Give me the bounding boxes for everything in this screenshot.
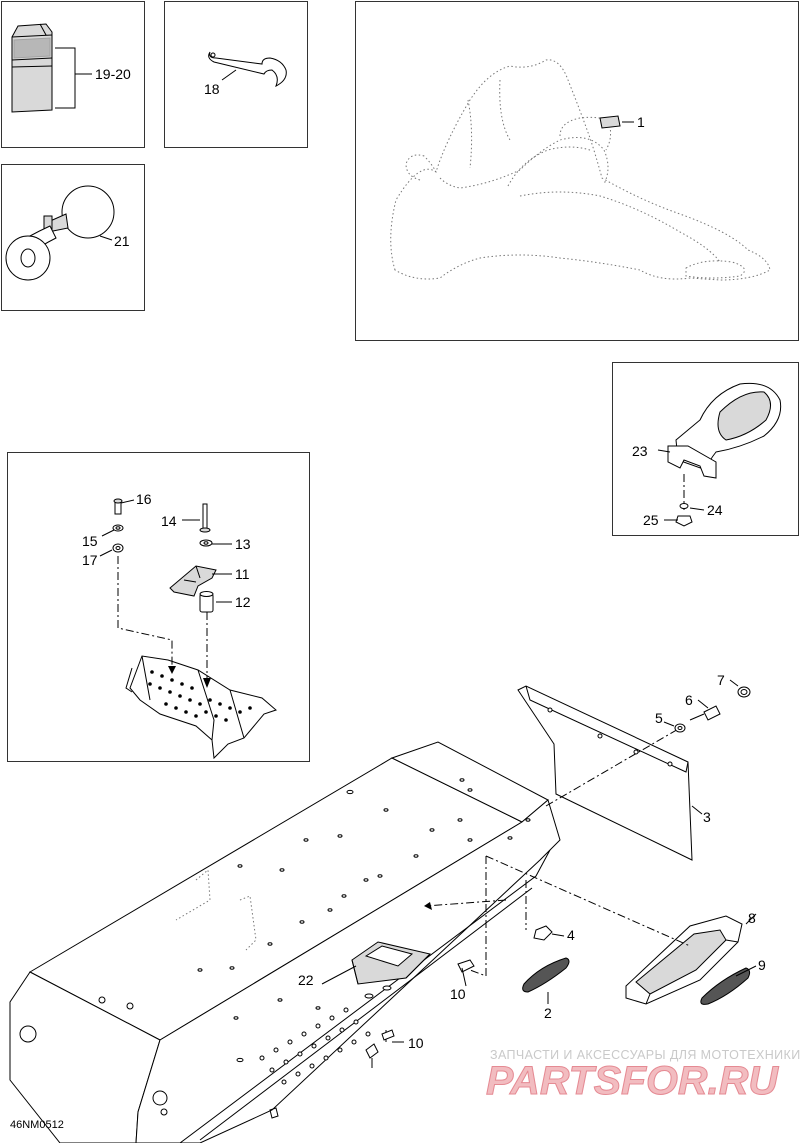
fasteners-14-13-11-12-icon bbox=[169, 503, 232, 613]
horn-icon bbox=[5, 185, 115, 281]
callout-1: 1 bbox=[637, 114, 645, 130]
mirror-icon bbox=[657, 382, 782, 527]
hood-windshield-icon bbox=[390, 59, 771, 281]
callout-22: 22 bbox=[298, 972, 314, 988]
snow-flap-icon bbox=[517, 679, 751, 861]
inset-box-windshield bbox=[355, 1, 799, 341]
reflector-icon bbox=[522, 957, 757, 1005]
fasteners-tunnel-icon bbox=[365, 856, 565, 1068]
footrest-bracket-icon bbox=[117, 556, 277, 760]
callout-21: 21 bbox=[114, 233, 130, 249]
callout-23: 23 bbox=[632, 443, 648, 459]
decal-blocks-icon bbox=[11, 23, 92, 113]
callout-3: 3 bbox=[703, 809, 711, 825]
inset-box-mirror bbox=[612, 362, 799, 536]
spanner-wrench-icon bbox=[208, 51, 287, 88]
running-board-holes bbox=[259, 1007, 371, 1085]
tunnel-icon bbox=[9, 741, 561, 1143]
callout-7: 7 bbox=[717, 672, 725, 688]
callout-12: 12 bbox=[235, 594, 251, 610]
tunnel-holes bbox=[197, 778, 531, 1063]
callout-18: 18 bbox=[204, 81, 220, 97]
inset-box-19-20 bbox=[1, 1, 145, 148]
watermark-brand: PARTSFOR.RU bbox=[486, 1059, 779, 1103]
drawing-code: 46NM0512 bbox=[10, 1119, 64, 1131]
callout-24: 24 bbox=[707, 502, 723, 518]
inset-box-21 bbox=[1, 164, 145, 311]
fasteners-16-15-17-icon bbox=[99, 498, 135, 557]
callout-15: 15 bbox=[82, 533, 98, 549]
callout-14: 14 bbox=[161, 513, 177, 529]
callout-19-20: 19-20 bbox=[95, 66, 131, 82]
callout-16: 16 bbox=[136, 491, 152, 507]
callout-2: 2 bbox=[544, 1005, 552, 1021]
callout-17: 17 bbox=[82, 552, 98, 568]
watermark-tagline: ЗАПЧАСТИ И АКСЕССУАРЫ ДЛЯ МОТОТЕХНИКИ bbox=[490, 1048, 800, 1062]
callout-9: 9 bbox=[758, 957, 766, 973]
callout-6: 6 bbox=[685, 692, 693, 708]
callout-13: 13 bbox=[235, 536, 251, 552]
callout-5: 5 bbox=[655, 710, 663, 726]
callout-8: 8 bbox=[748, 910, 756, 926]
callout-10a: 10 bbox=[450, 986, 466, 1002]
inset-box-footrest bbox=[7, 452, 310, 762]
callout-10b: 10 bbox=[408, 1035, 424, 1051]
callout-25: 25 bbox=[643, 512, 659, 528]
footrest-holes bbox=[148, 670, 252, 722]
callout-11: 11 bbox=[235, 566, 250, 582]
footrest-block-icon bbox=[321, 941, 431, 999]
callout-4: 4 bbox=[567, 927, 575, 943]
inset-box-18 bbox=[164, 1, 308, 148]
side-guard-icon bbox=[485, 855, 757, 1005]
